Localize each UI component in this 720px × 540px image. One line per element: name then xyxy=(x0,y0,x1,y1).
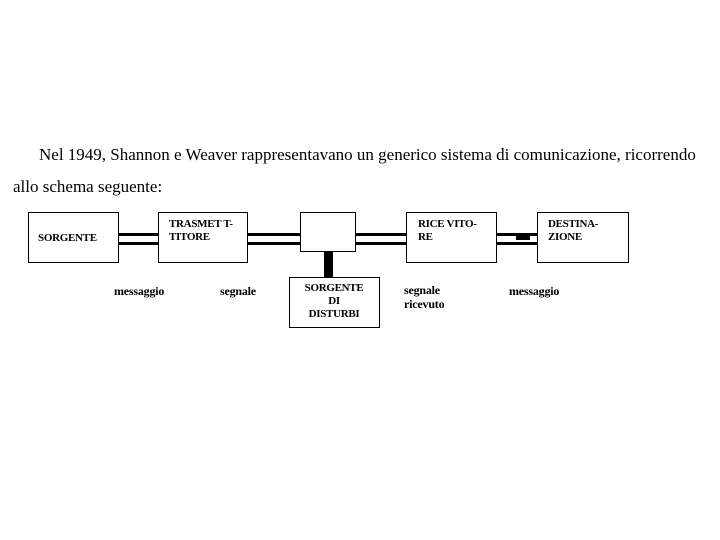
label-messaggio-1: messaggio xyxy=(114,284,165,298)
connector-disturbi-canale xyxy=(324,251,333,278)
label-ricevitore: RICE VITO- RE xyxy=(418,218,477,243)
box-canale xyxy=(300,212,356,252)
box-sorgente: SORGENTE xyxy=(28,212,119,263)
label-sorgente: SORGENTE xyxy=(38,232,97,244)
label-segnale: segnale xyxy=(220,284,256,298)
label-segnale-ricevuto: segnale ricevuto xyxy=(404,283,445,311)
box-ricevitore: RICE VITO- RE xyxy=(406,212,497,263)
label-messaggio-2: messaggio xyxy=(509,284,560,298)
intro-line-1: Nel 1949, Shannon e Weaver rappresentava… xyxy=(39,145,696,164)
label-trasmettitore: TRASMET T- TITORE xyxy=(169,218,233,243)
label-destinazione: DESTINA- ZIONE xyxy=(548,218,599,243)
label-disturbi: SORGENTE DI DISTURBI xyxy=(304,282,364,320)
box-disturbi xyxy=(289,277,380,328)
connector-canale-ricevitore xyxy=(355,233,407,245)
intro-text: Nel 1949, Shannon e Weaver rappresentava… xyxy=(13,139,718,203)
box-destinazione: DESTINA- ZIONE xyxy=(537,212,629,263)
connector-ricevitore-destinazione xyxy=(496,233,538,245)
connector-trasmettitore-canale xyxy=(247,233,300,245)
box-trasmettitore: TRASMET T- TITORE xyxy=(158,212,248,263)
intro-line-2: allo schema seguente: xyxy=(13,177,163,196)
connector-destinazione-marker xyxy=(516,236,530,240)
connector-sorgente-trasmettitore xyxy=(118,233,159,245)
